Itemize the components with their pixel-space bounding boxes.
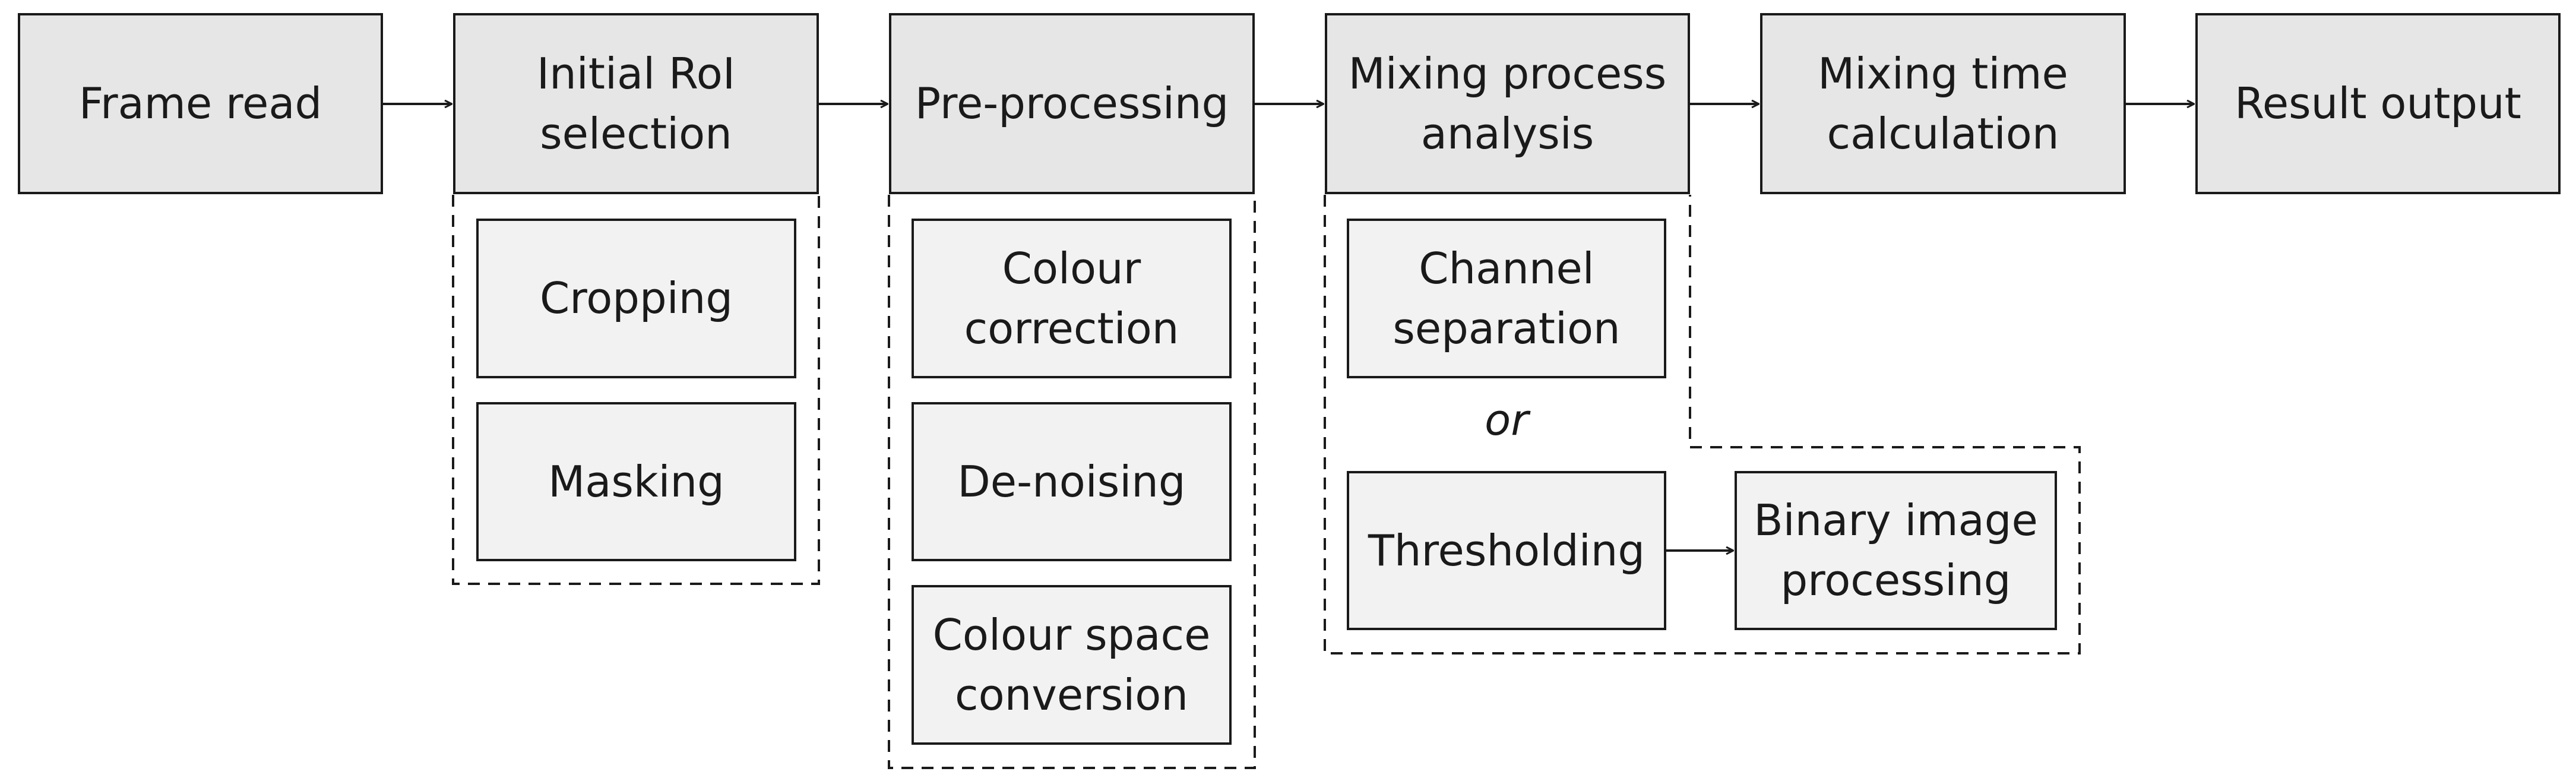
substep-masking: Masking <box>476 402 796 561</box>
substep-channel-separation: Channel separation <box>1347 219 1666 378</box>
roi-group-outline <box>452 195 820 585</box>
step-initial-roi-selection: Initial RoI selection <box>453 13 819 194</box>
substep-cropping: Cropping <box>476 219 796 378</box>
step-mixing-time-calculation: Mixing time calculation <box>1760 13 2126 194</box>
step-result-output: Result output <box>2195 13 2561 194</box>
preprocessing-group-outline <box>888 195 1256 769</box>
step-mixing-process-analysis: Mixing process analysis <box>1325 13 1690 194</box>
or-label: or <box>1485 395 1528 445</box>
substep-colour-space-conversion: Colour space conversion <box>912 585 1232 745</box>
analysis-group-outline <box>1324 195 2081 654</box>
substep-binary-image-processing: Binary image processing <box>1735 471 2057 630</box>
substep-colour-correction: Colour correction <box>912 219 1232 378</box>
substep-de-noising: De-noising <box>912 402 1232 561</box>
step-pre-processing: Pre-processing <box>889 13 1255 194</box>
substep-thresholding: Thresholding <box>1347 471 1666 630</box>
step-frame-read: Frame read <box>18 13 383 194</box>
